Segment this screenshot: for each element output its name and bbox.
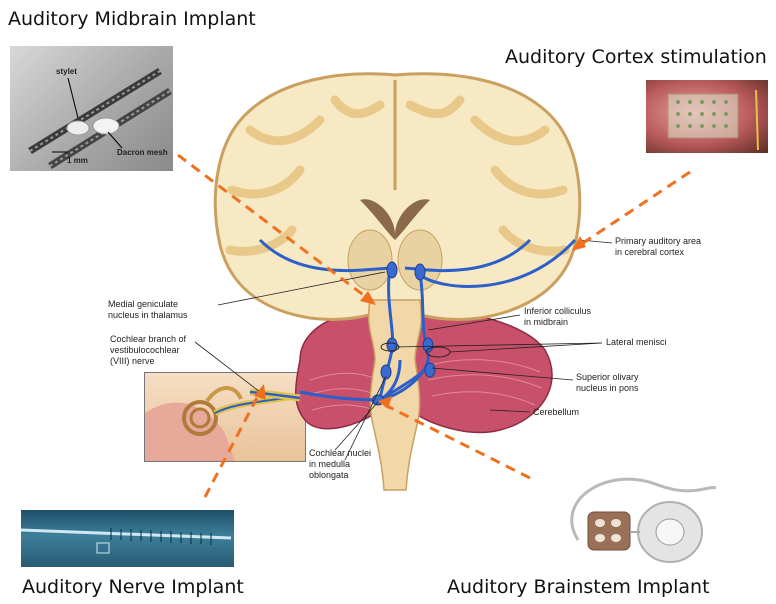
cochlear-nuclei-line-1: Cochlear nuclei	[309, 448, 371, 459]
cochlear-branch-label: Cochlear branch of vestibulocochlear (VI…	[110, 334, 186, 367]
cochlear-nuclei-line-2: in medulla	[309, 459, 371, 470]
cochlear-branch-line-3: (VIII) nerve	[110, 356, 186, 367]
medial-geniculate-label: Medial geniculate nucleus in thalamus	[108, 299, 188, 321]
primary-auditory-area-label: Primary auditory area in cerebral cortex	[615, 236, 701, 258]
medial-geniculate-line-1: Medial geniculate	[108, 299, 188, 310]
primary-auditory-line-1: Primary auditory area	[615, 236, 701, 247]
superior-olivary-line-2: nucleus in pons	[576, 383, 639, 394]
superior-olivary-line-1: Superior olivary	[576, 372, 639, 383]
inferior-colliculus-line-2: in midbrain	[524, 317, 591, 328]
inferior-colliculus-label: Inferior colliculus in midbrain	[524, 306, 591, 328]
inferior-colliculus-line-1: Inferior colliculus	[524, 306, 591, 317]
cerebrum-shape	[215, 74, 579, 320]
cochlear-nuclei-line-3: oblongata	[309, 470, 371, 481]
primary-auditory-line-2: in cerebral cortex	[615, 247, 701, 258]
cochlear-nuclei-label: Cochlear nuclei in medulla oblongata	[309, 448, 371, 481]
superior-olivary-label: Superior olivary nucleus in pons	[576, 372, 639, 394]
cochlear-branch-line-1: Cochlear branch of	[110, 334, 186, 345]
medial-geniculate-line-2: nucleus in thalamus	[108, 310, 188, 321]
cerebellum-label: Cerebellum	[533, 407, 579, 418]
lateral-menisci-label: Lateral menisci	[606, 337, 667, 348]
cochlear-branch-line-2: vestibulocochlear	[110, 345, 186, 356]
